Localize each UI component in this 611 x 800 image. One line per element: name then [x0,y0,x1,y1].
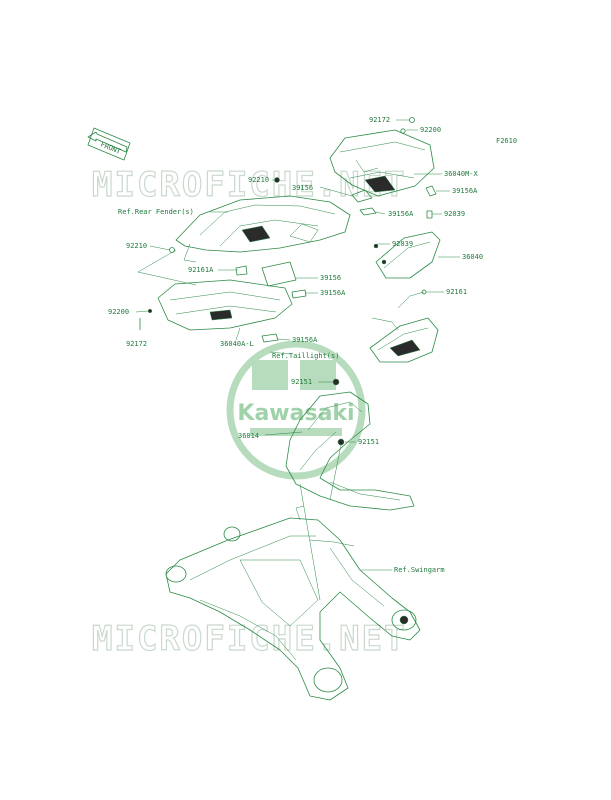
label-92172-b: 92172 [126,340,147,348]
label-92039-b: 92039 [392,240,413,248]
label-92210-b: 92210 [126,242,147,250]
label-39156a-d: 39156A [292,336,318,344]
label-ref-taillight: Ref.Taillight(s) [272,352,339,360]
washer-icon [400,128,406,134]
figure-code: F2610 [496,137,517,145]
label-36040: 36040 [462,253,483,261]
label-92161a: 92161A [188,266,214,274]
label-39156a-b: 39156A [388,210,414,218]
pad-part [261,333,279,343]
label-92151-a: 92151 [291,378,312,386]
label-92151-b: 92151 [358,438,379,446]
pad-part [426,210,433,219]
side-cover-right-part [375,231,441,279]
spacer-part [235,265,248,276]
swingarm-part [165,505,421,701]
side-cover-left-part [157,279,293,331]
label-ref-swingarm: Ref.Swingarm [394,566,445,574]
label-39156a-a: 39156A [452,187,478,195]
leader-lines [135,119,460,601]
taillight-part [369,289,439,363]
label-92039-a: 92039 [444,210,465,218]
label-92200-b: 92200 [108,308,129,316]
rear-fender-part [175,195,351,263]
grommet-icon [169,247,175,253]
label-39156-a: 39156 [292,184,313,192]
pad-part [291,289,307,299]
label-92161: 92161 [446,288,467,296]
label-ref-rear-fender: Ref.Rear Fender(s) [118,208,194,216]
logo-text: Kawasaki [237,401,354,426]
pad-part [261,261,297,287]
clip-icon [381,259,387,265]
kawasaki-logo: Kawasaki [226,340,366,480]
svg-text:FRONT: FRONT [99,140,122,156]
clip-icon [373,243,379,249]
label-39156-b: 39156 [320,274,341,282]
bolt-icon [409,117,415,123]
bolt-icon [332,378,340,386]
bolt-icon [337,438,345,446]
label-36040a-l: 36040A-L [220,340,254,348]
label-92210-a: 92210 [248,176,269,184]
label-92172-top: 92172 [369,116,390,124]
seat-cowl-part [329,129,435,197]
mudguard-part [285,391,415,511]
screw-icon [147,308,153,314]
pad-part [351,189,373,203]
front-arrow-icon: FRONT [87,127,131,161]
pad-part [359,207,377,216]
pad-part [425,185,437,197]
label-92200-top: 92200 [420,126,441,134]
label-36014: 36014 [238,432,259,440]
label-36040m-x: 36040M-X [444,170,479,178]
watermark-bottom: MICROFICHE.NET [92,619,407,659]
label-39156a-c: 39156A [320,289,346,297]
grommet-icon [274,177,280,183]
